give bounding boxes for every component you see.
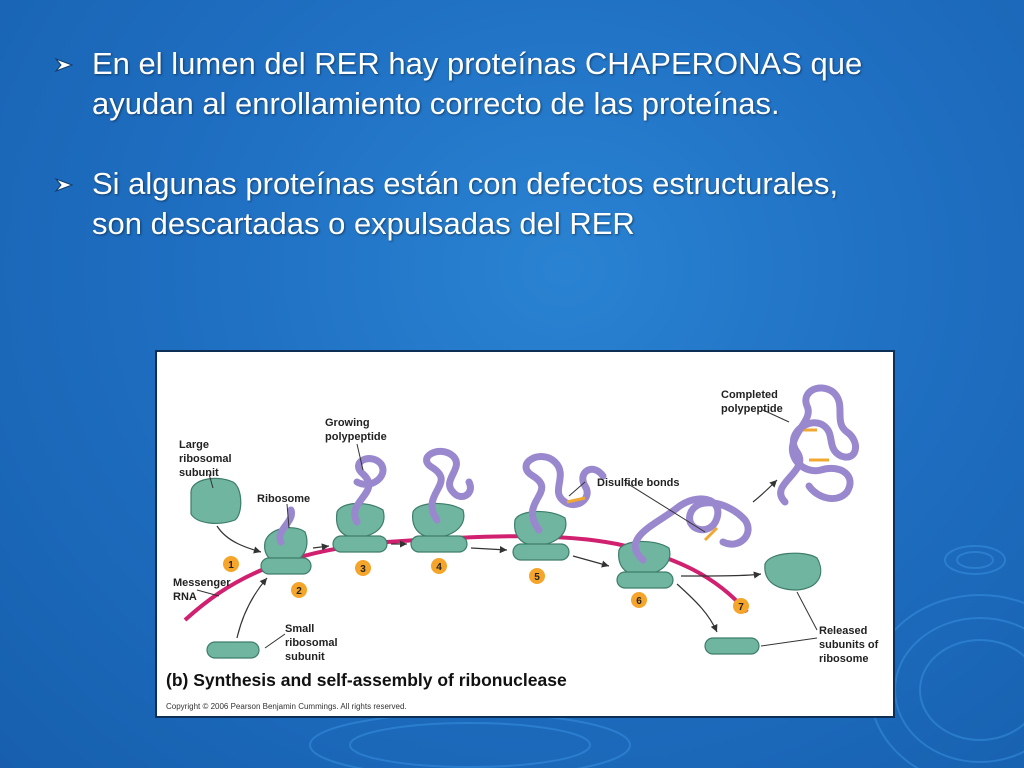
step-marker — [733, 598, 749, 614]
svg-text:6: 6 — [636, 596, 642, 607]
leader-lines — [196, 409, 818, 649]
ribosome-step-4 — [410, 502, 468, 553]
copyright-notice: Copyright © 2006 Pearson Benjamin Cummin… — [166, 702, 407, 711]
bullet-text-line: son descartadas o expulsadas del RER — [92, 206, 635, 241]
growing-polypeptide-chains — [276, 448, 752, 564]
released-subunits-label: Released — [819, 625, 867, 637]
large-subunit-free — [190, 477, 242, 524]
ribosome-label: Ribosome — [257, 493, 310, 505]
messenger-rna-label: Messenger — [173, 577, 231, 589]
step-marker — [291, 582, 307, 598]
arrow-bullet-icon — [54, 164, 92, 197]
step-markers: 1 2 3 4 5 6 7 — [223, 556, 749, 614]
ribosome-step-6 — [616, 540, 674, 589]
svg-text:4: 4 — [436, 562, 442, 573]
small-subunit-label: Small — [285, 623, 314, 635]
small-subunit-label: subunit — [285, 651, 325, 663]
disulfide-bonds-label: Disulfide bonds — [597, 477, 680, 489]
step-marker — [529, 568, 545, 584]
step-marker — [223, 556, 239, 572]
svg-text:2: 2 — [296, 586, 302, 597]
ribosome-step-2 — [260, 527, 312, 575]
arrow-bullet-icon — [54, 44, 92, 77]
bullet-list: En el lumen del RER hay proteínas CHAPER… — [54, 44, 984, 284]
ribonuclease-figure: 1 2 3 4 5 6 7 Large ribosomal subunit Ri… — [155, 350, 895, 718]
mrna-strand — [183, 534, 749, 622]
disulfide-bond-marks — [566, 428, 829, 542]
svg-text:3: 3 — [360, 564, 366, 575]
completed-polypeptide-label: Completed — [721, 389, 778, 401]
figure-caption: (b) Synthesis and self-assembly of ribon… — [166, 670, 567, 690]
step-marker — [355, 560, 371, 576]
svg-text:1: 1 — [228, 560, 234, 571]
released-small-subunit — [704, 637, 760, 655]
small-subunit-free — [206, 641, 260, 659]
svg-text:5: 5 — [534, 572, 540, 583]
released-large-subunit — [764, 552, 822, 591]
ribosome-step-3 — [332, 502, 388, 553]
large-subunit-label: Large — [179, 439, 209, 451]
growing-polypeptide-label: polypeptide — [325, 431, 387, 443]
completed-polypeptide-label: polypeptide — [721, 403, 783, 415]
bullet-text-line: En el lumen del RER hay proteínas CHAPER… — [92, 46, 863, 81]
small-subunit-label: ribosomal — [285, 637, 338, 649]
bullet-item: En el lumen del RER hay proteínas CHAPER… — [54, 44, 984, 124]
ribosome-step-5 — [512, 510, 570, 561]
bullet-text-line: Si algunas proteínas están con defectos … — [92, 166, 839, 201]
ribosome-diagram: 1 2 3 4 5 6 7 Large ribosomal subunit Ri… — [173, 384, 879, 665]
messenger-rna-label: RNA — [173, 591, 197, 603]
released-subunits-label: subunits of — [819, 639, 879, 651]
growing-polypeptide-label: Growing — [325, 417, 370, 429]
large-subunit-label: subunit — [179, 467, 219, 479]
step-marker — [631, 592, 647, 608]
svg-text:7: 7 — [738, 602, 744, 613]
large-subunit-label: ribosomal — [179, 453, 232, 465]
step-marker — [431, 558, 447, 574]
bullet-item: Si algunas proteínas están con defectos … — [54, 164, 984, 244]
completed-polypeptide — [777, 384, 859, 506]
process-arrows — [216, 479, 778, 639]
released-subunits-label: ribosome — [819, 653, 869, 665]
bullet-text-line: ayudan al enrollamiento correcto de las … — [92, 86, 780, 121]
